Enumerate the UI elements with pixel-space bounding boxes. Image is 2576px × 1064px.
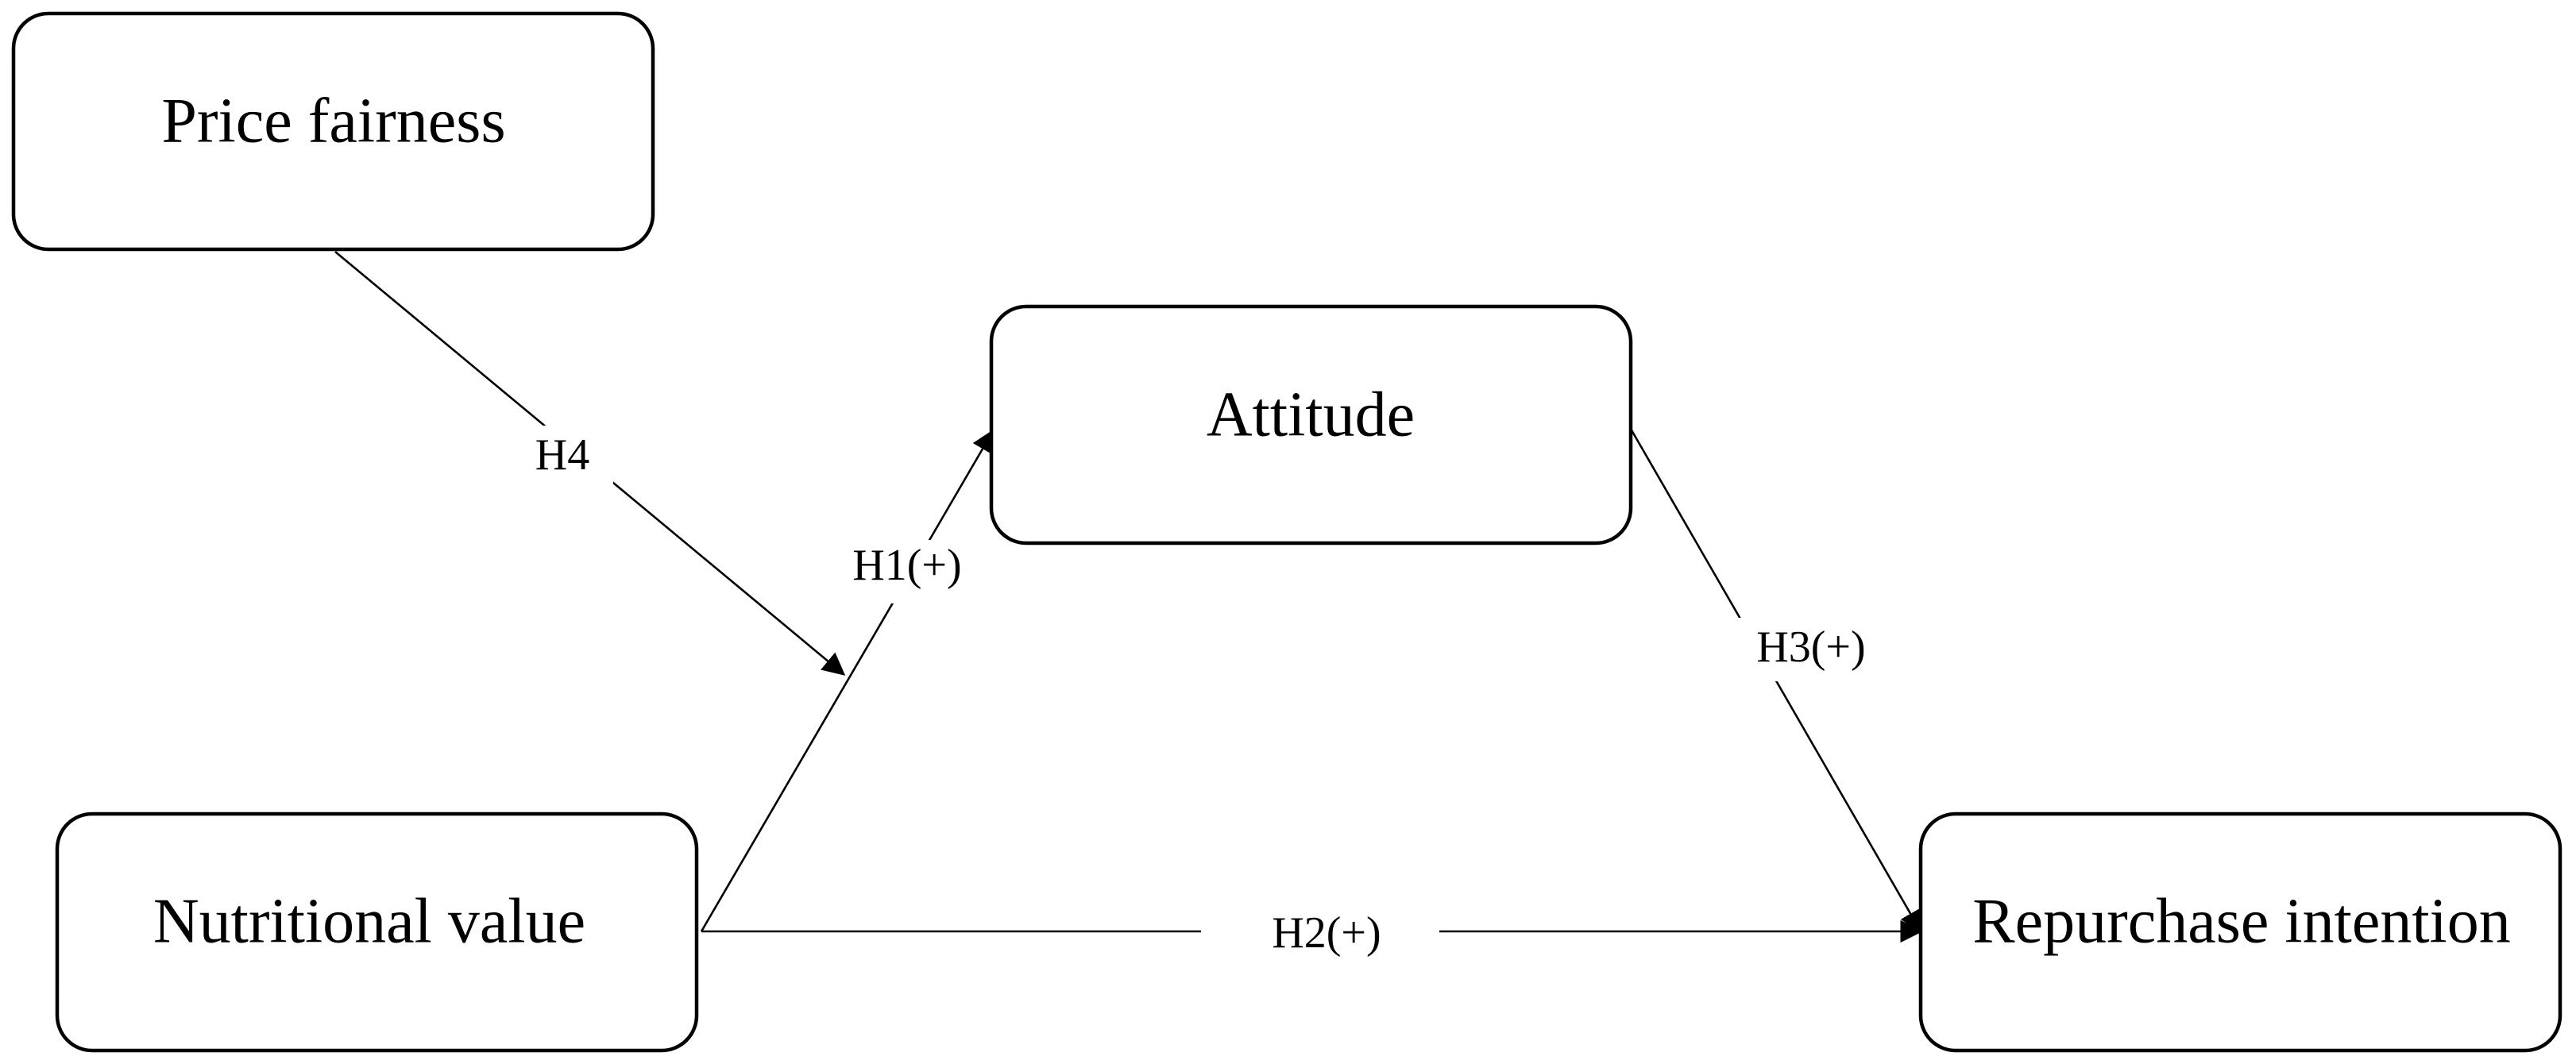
node-nutritional-value: Nutritional value [55,811,699,1053]
node-attitude-box [989,304,1633,545]
edge-h3-label: H3(+) [1756,623,1865,672]
edge-h4-label-bg [518,426,613,489]
edge-h2-label: H2(+) [1272,908,1381,958]
node-attitude-label: Attitude [1207,380,1415,449]
node-nutritional-value-label: Nutritional value [153,886,585,956]
node-price-fairness-box [11,11,655,252]
edge-h1-label: H1(+) [852,541,961,590]
edge-h4: H4 [334,251,846,676]
edge-h3: H3(+) [1629,428,1922,934]
edge-h1-line [700,429,994,932]
edge-h1: H1(+) [700,429,994,932]
edge-h1-label-bg [826,540,977,603]
node-price-fairness-label: Price fairness [161,86,505,156]
edge-h3-label-bg [1733,618,1892,681]
edge-h2: H2(+) [701,905,1923,964]
node-price-fairness: Price fairness [11,11,655,252]
node-repurchase-intention: Repurchase intention [1918,811,2562,1053]
edge-h2-label-bg [1201,905,1439,964]
node-attitude: Attitude [989,304,1633,545]
edge-h4-label: H4 [535,430,589,480]
node-repurchase-intention-box [1918,811,2562,1053]
node-nutritional-value-box [55,811,699,1053]
node-repurchase-intention-label: Repurchase intention [1972,886,2511,956]
